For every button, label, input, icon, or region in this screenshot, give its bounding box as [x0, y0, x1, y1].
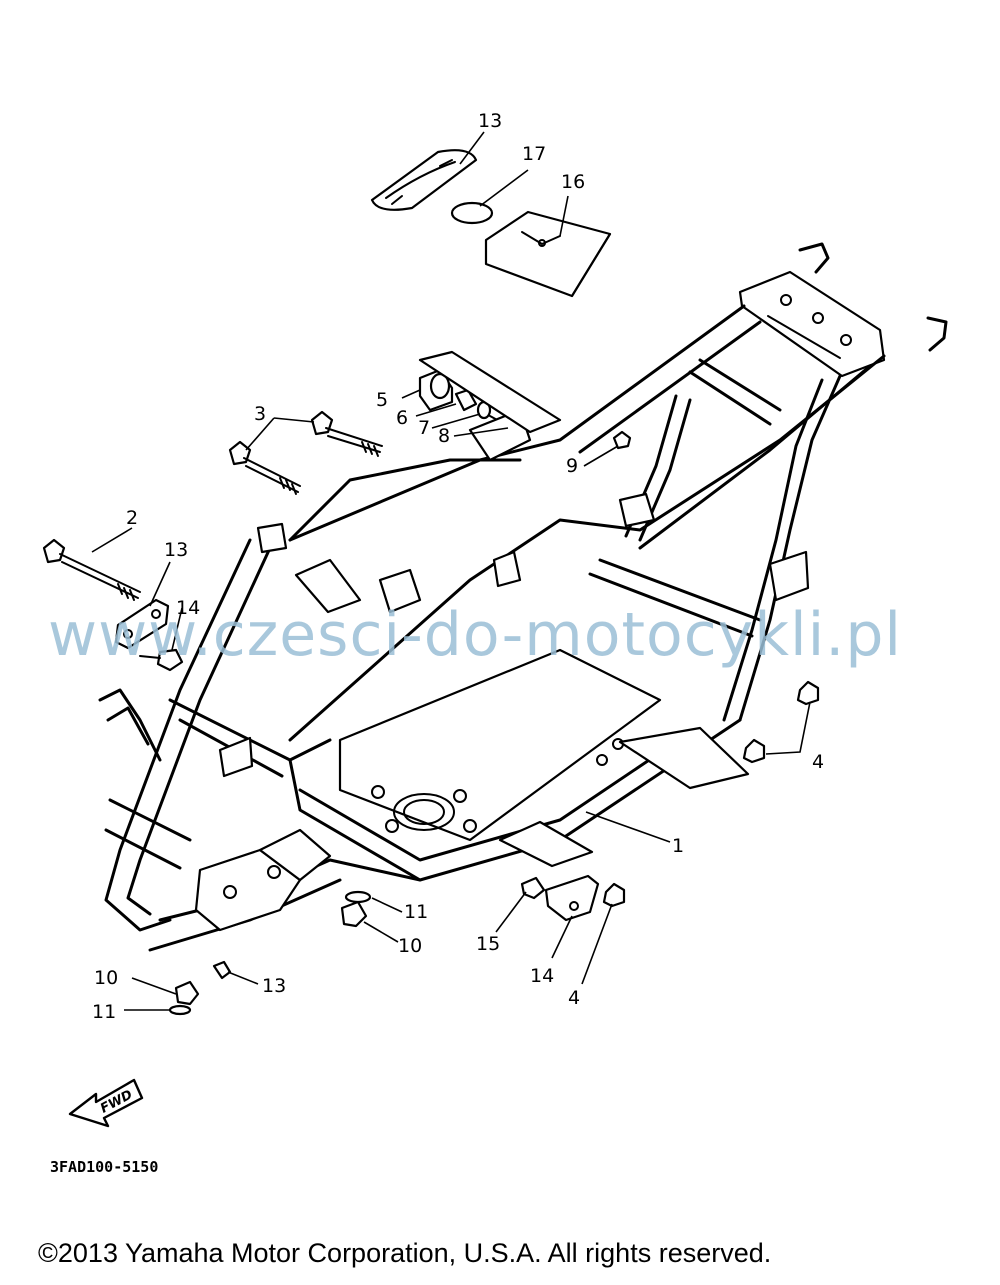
callout-3: 3 — [254, 403, 266, 425]
callout-5: 5 — [376, 389, 388, 411]
callout-10-right: 10 — [398, 935, 422, 957]
part-4-nut-mid — [742, 738, 766, 764]
watermark-text: www.czesci-do-motocykli.pl — [48, 600, 903, 670]
callouts: 13 17 16 3 5 6 7 8 9 2 13 14 4 1 11 10 1… — [92, 110, 824, 1023]
part-11-washer-left — [168, 1004, 192, 1016]
callout-15: 16 — [561, 171, 585, 193]
callout-8: 8 — [438, 425, 450, 447]
part-12-bolt — [212, 960, 232, 980]
part-10-damper-right — [340, 900, 368, 928]
part-4-nut-upper — [796, 680, 820, 706]
callout-7: 7 — [418, 417, 430, 439]
callout-9: 9 — [566, 455, 578, 477]
callout-14-right: 15 — [476, 933, 500, 955]
callout-14-left: 14 — [176, 597, 200, 619]
callout-12: 13 — [262, 975, 286, 997]
part-11-washer-right — [344, 890, 372, 904]
part-2-long-bolt — [42, 538, 141, 601]
copyright-notice: ©2013 Yamaha Motor Corporation, U.S.A. A… — [38, 1238, 772, 1268]
callout-4-right: 4 — [812, 751, 824, 773]
part-3-lower-bolt — [228, 440, 301, 495]
part-17-label-disc — [450, 201, 494, 225]
callout-11-left: 11 — [92, 1001, 116, 1023]
part-4-nut-lower — [602, 882, 626, 908]
part-14-bolt-left — [139, 648, 184, 672]
part-3-upper-bolt — [310, 410, 383, 457]
callout-11-right: 11 — [404, 901, 428, 923]
fwd-arrow-icon: FWD — [68, 1078, 144, 1128]
part-6-spacer — [454, 388, 478, 412]
part-13-bracket-right — [544, 874, 600, 922]
callout-13-left: 13 — [164, 539, 188, 561]
callout-4-lower: 4 — [568, 987, 580, 1009]
callout-1: 1 — [672, 835, 684, 857]
part-15-owners-pouch — [484, 210, 612, 298]
part-1-main-frame — [98, 242, 948, 952]
callout-6: 6 — [396, 407, 408, 429]
part-10-damper-left — [174, 980, 200, 1006]
callout-17: 17 — [522, 143, 546, 165]
part-9-nut — [612, 430, 632, 450]
reference-code: 3FAD100-5150 — [50, 1158, 159, 1176]
callout-10-left: 10 — [94, 967, 118, 989]
leader-lines — [91, 131, 811, 1011]
callout-2: 2 — [126, 507, 138, 529]
callout-16: 13 — [478, 110, 502, 132]
callout-13-right: 14 — [530, 965, 554, 987]
part-16-toolbag-strap — [370, 149, 478, 211]
part-13-bracket-left — [114, 598, 170, 650]
part-14-bolt-right — [520, 876, 546, 900]
